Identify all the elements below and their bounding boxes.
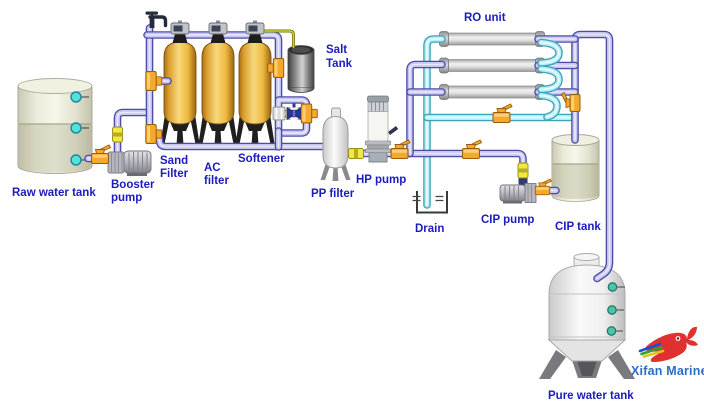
ro-membrane-1 (439, 31, 545, 47)
fin-stripe-green (640, 346, 663, 356)
label-cip-pump: CIP pump (481, 214, 534, 226)
valves-and-fittings (91, 11, 581, 196)
sand-filter-vessel (160, 41, 200, 146)
label-salt-tank-1: Salt (326, 44, 347, 56)
level-sensor-icon (70, 154, 82, 166)
hp-pump (365, 95, 399, 163)
label-booster-pump-1: Booster (111, 179, 155, 191)
label-ac-filter-2: filter (204, 175, 229, 187)
concentrate-drain-valve-icon (492, 103, 513, 123)
hp-pump-discharge-valve-icon (390, 139, 411, 159)
cip-drop-meter-fitting-icon (517, 162, 529, 179)
pipe-top-manifold (143, 31, 283, 104)
brand-text: Xifan Marine (631, 364, 704, 378)
label-pp-filter: PP filter (311, 188, 355, 200)
label-cip-tank: CIP tank (555, 221, 601, 233)
raw-tank-outlet-valve-icon (91, 144, 112, 164)
salt-tank (287, 45, 315, 93)
label-softener: Softener (238, 153, 285, 165)
equipment-front-layer (91, 11, 581, 204)
label-pure-water-tank: Pure water tank (548, 390, 634, 402)
fin-stripe-blue (638, 342, 662, 353)
permeate-branch-valve-icon (560, 91, 581, 112)
label-ro-unit: RO unit (464, 12, 506, 24)
equipment-back-layer (17, 31, 635, 379)
labels: Raw water tank Booster pump Sand Filter … (12, 12, 634, 402)
level-sensor-icon (70, 91, 82, 103)
feed-line-valve-icon (462, 139, 483, 159)
label-sand-filter-2: Filter (160, 168, 189, 180)
ac-filter-vessel (198, 41, 238, 146)
raw-water-tank (17, 78, 93, 174)
filter-control-heads (170, 20, 265, 43)
label-salt-tank-2: Tank (326, 58, 353, 70)
pp-filter (320, 107, 351, 181)
cip-suction-valve-icon (534, 178, 552, 196)
softener-outlet-tee-icon (267, 58, 285, 78)
level-sensor-icon (70, 122, 82, 134)
label-drain: Drain (415, 223, 444, 235)
booster-riser-meter-fitting-icon (112, 126, 123, 143)
softener-vessel (235, 41, 275, 146)
pipe-stage1-to-drain (423, 35, 446, 209)
ro-membrane-rack (439, 31, 545, 100)
brine-line (257, 30, 295, 48)
butterfly-valve-icon (286, 103, 302, 120)
label-hp-pump: HP pump (356, 174, 406, 186)
brine-line (256, 29, 295, 49)
softener-control-head (245, 20, 265, 43)
backwash-faucet-icon (145, 11, 168, 28)
bypass-union-icon (272, 106, 286, 121)
booster-pump (107, 150, 152, 176)
label-booster-pump-2: pump (111, 192, 142, 204)
label-raw-water-tank: Raw water tank (12, 187, 96, 199)
level-sensor-icon (607, 305, 617, 315)
bypass-outlet-tee-icon (300, 103, 318, 124)
pure-water-tank (539, 253, 635, 379)
pure-tank-level-sensors (606, 282, 625, 336)
cip-tank (551, 134, 600, 202)
pipe-ro-feed-riser (406, 60, 446, 158)
pipe-cascade-3 (537, 91, 561, 121)
cip-pump (499, 177, 537, 204)
riser-upper-tee-icon (145, 71, 163, 91)
fin-stripe-yellow (642, 349, 665, 358)
media-filter-vessels (160, 41, 275, 146)
pipe-booster-riser (113, 108, 154, 157)
pp-outlet-meter-fitting-icon (348, 148, 364, 159)
level-sensor-icon (607, 282, 618, 292)
sand-filter-control-head (170, 20, 190, 43)
level-sensor-icon (606, 326, 617, 336)
pipe-cascade-1 (537, 38, 563, 67)
drain-pipes-front (537, 38, 563, 121)
pipe-feed-line (342, 149, 527, 185)
ro-membrane-3 (439, 84, 545, 100)
label-ac-filter-1: AC (204, 162, 221, 174)
riser-lower-tee-icon (145, 124, 163, 144)
label-sand-filter-1: Sand (160, 155, 188, 167)
xifan-marine-logo: Xifan Marine (631, 326, 704, 378)
pipe-cascade-2 (537, 65, 563, 94)
ro-membrane-2 (439, 57, 545, 74)
whale-icon (638, 326, 698, 362)
ac-filter-control-head (208, 20, 228, 43)
